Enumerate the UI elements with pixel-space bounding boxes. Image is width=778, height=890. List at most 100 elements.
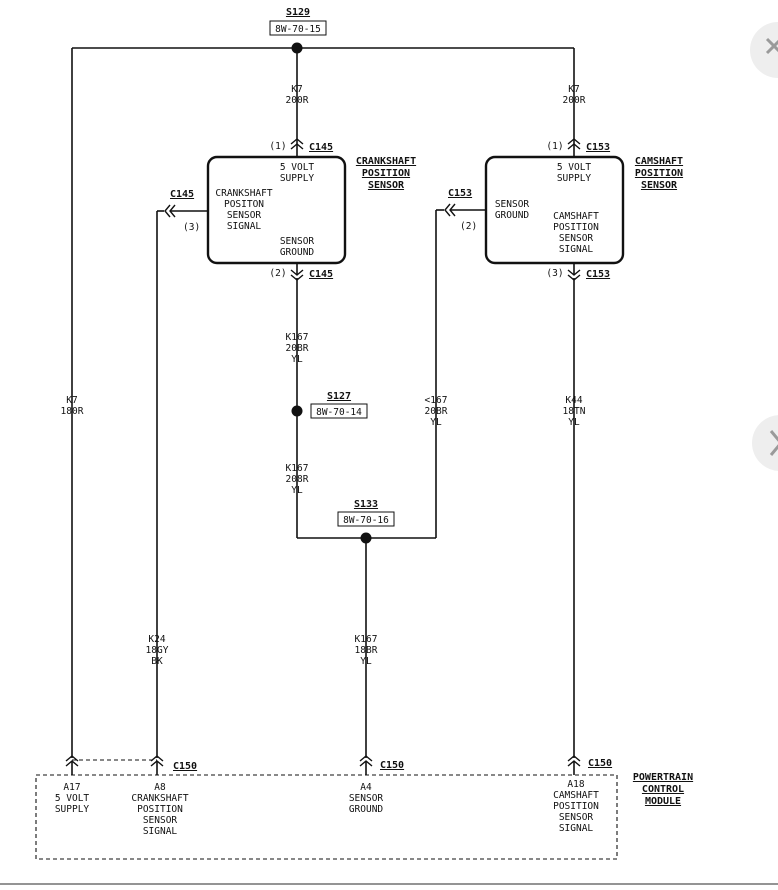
c153-side-pin: (2) <box>460 221 477 232</box>
crankshaft-position-sensor: CRANKSHAFT POSITION SENSOR 5 VOLT SUPPLY… <box>164 138 416 281</box>
crankshaft-sensor-box <box>206 155 347 265</box>
pcm-pin-a4: A4 SENSOR GROUND <box>349 782 384 815</box>
splice-s127: S127 8W-70-14 <box>291 391 368 419</box>
splice-s127-label: S127 <box>327 391 351 402</box>
splice-s127-ref: 8W-70-14 <box>316 407 362 418</box>
pcm-title-2: CONTROL <box>642 784 684 795</box>
wire-k167-crank-spec: 20BR <box>286 343 309 354</box>
wire-k7-left-spec: 180R <box>61 406 84 417</box>
c150-a18-name: C150 <box>588 758 612 769</box>
wire-k167-crank-code: K167 <box>286 332 309 343</box>
c145-top-name: C145 <box>309 142 333 153</box>
splice-s129-label: S129 <box>286 7 310 18</box>
connector-c150-a17 <box>65 755 79 775</box>
pin-id: A8 <box>154 782 166 793</box>
cam-ground-label-1: SENSOR <box>495 199 530 210</box>
pin-id: A18 <box>567 779 584 790</box>
pin-label-2: POSITION <box>553 801 599 812</box>
crank-signal-label-4: SIGNAL <box>227 221 262 232</box>
splice-s133-ref-box <box>337 511 395 527</box>
splice-s133-dot <box>360 532 372 544</box>
connector-c150-a8: C150 <box>150 755 197 775</box>
connector-c145-side: C145 (3) <box>164 189 208 233</box>
crank-supply-label-1: 5 VOLT <box>280 162 315 173</box>
wire-k44-code: K44 <box>565 395 582 406</box>
camshaft-sensor-title-3: SENSOR <box>641 180 678 191</box>
connector-chevron <box>567 274 581 281</box>
c153-top-name: C153 <box>586 142 610 153</box>
connector-c153-side: C153 (2) <box>444 188 486 232</box>
pin-label-3: SENSOR <box>559 812 594 823</box>
wire-k44-spec: 18TN <box>563 406 586 417</box>
connector-chevron <box>290 138 304 145</box>
wire-labels: K7 180R K7 200R K7 200R K167 20BR YL K16… <box>61 84 586 667</box>
crank-supply-label-2: SUPPLY <box>280 173 315 184</box>
c153-side-name: C153 <box>448 188 472 199</box>
cam-signal-label-1: CAMSHAFT <box>553 211 599 222</box>
splice-s133: S133 8W-70-16 <box>337 499 395 544</box>
pin-label-4: SIGNAL <box>559 823 594 834</box>
connector-chevron <box>444 203 451 217</box>
wire-k167-mid-code: K167 <box>286 463 309 474</box>
pin-label-2: GROUND <box>349 804 384 815</box>
pcm-pin-a17: A17 5 VOLT SUPPLY <box>55 782 90 815</box>
close-button-bg[interactable] <box>750 22 778 78</box>
c153-bottom-pin: (3) <box>546 268 563 279</box>
camshaft-sensor-title-1: CAMSHAFT <box>635 156 683 167</box>
pcm-pin-a18: A18 CAMSHAFT POSITION SENSOR SIGNAL <box>553 779 599 834</box>
pin-label-1: SENSOR <box>349 793 384 804</box>
next-button-bg[interactable] <box>752 415 778 471</box>
close-icon <box>765 37 778 55</box>
c150-a4-name: C150 <box>380 760 404 771</box>
next-button[interactable] <box>752 415 778 471</box>
connector-c153-bottom: (3) C153 <box>546 263 610 281</box>
pin-label-2: POSITION <box>137 804 183 815</box>
crank-signal-label-2: POSITON <box>224 199 264 210</box>
pin-id: A17 <box>63 782 80 793</box>
wire-k167-cam-color: YL <box>430 417 442 428</box>
splice-s129-ref: 8W-70-15 <box>275 24 321 35</box>
wire-k24-color: BK <box>151 656 163 667</box>
wire-k167-cam-code: <167 <box>425 395 448 406</box>
c145-top-pin: (1) <box>269 141 286 152</box>
connector-c145-top: (1) C145 <box>269 138 333 157</box>
wire-k7-crank-spec: 200R <box>286 95 309 106</box>
cam-signal-label-4: SIGNAL <box>559 244 594 255</box>
cam-supply-label-1: 5 VOLT <box>557 162 592 173</box>
pin-label-1: 5 VOLT <box>55 793 90 804</box>
wire-k167-pcm-code: K167 <box>355 634 378 645</box>
crankshaft-sensor-title-2: POSITION <box>362 168 410 179</box>
pin-label-1: CAMSHAFT <box>553 790 599 801</box>
cam-signal-label-3: SENSOR <box>559 233 594 244</box>
close-button[interactable] <box>750 22 778 78</box>
wire-k167-mid-color: YL <box>291 485 303 496</box>
wire-k24-code: K24 <box>148 634 165 645</box>
wire-k7-cam-code: K7 <box>568 84 579 95</box>
connector-c150-a18: C150 <box>567 755 612 775</box>
pin-label-2: SUPPLY <box>55 804 90 815</box>
splice-s133-ref: 8W-70-16 <box>343 515 389 526</box>
connector-chevron <box>567 755 581 762</box>
cam-ground-label-2: GROUND <box>495 210 530 221</box>
wire-k7-crank-code: K7 <box>291 84 302 95</box>
crankshaft-sensor-title-3: SENSOR <box>368 180 405 191</box>
splice-s127-dot <box>291 405 303 417</box>
connector-chevron <box>567 138 581 145</box>
crankshaft-sensor-title-1: CRANKSHAFT <box>356 156 416 167</box>
splice-s129-ref-box <box>269 20 327 36</box>
pin-id: A4 <box>360 782 372 793</box>
connector-chevron <box>359 755 373 762</box>
c145-side-name: C145 <box>170 189 194 200</box>
wire-k44-color: YL <box>568 417 580 428</box>
wire-k7-cam-spec: 200R <box>563 95 586 106</box>
splice-s127-ref-box <box>310 403 368 419</box>
camshaft-sensor-title-2: POSITION <box>635 168 683 179</box>
connector-c153-top: (1) C153 <box>546 138 610 157</box>
crank-signal-label-3: SENSOR <box>227 210 262 221</box>
wire-k167-pcm-spec: 18BR <box>355 645 378 656</box>
wire-k7-left-code: K7 <box>66 395 77 406</box>
powertrain-control-module: POWERTRAIN CONTROL MODULE C150 C150 C150 <box>35 755 693 860</box>
c153-bottom-name: C153 <box>586 269 610 280</box>
crank-ground-label-1: SENSOR <box>280 236 315 247</box>
